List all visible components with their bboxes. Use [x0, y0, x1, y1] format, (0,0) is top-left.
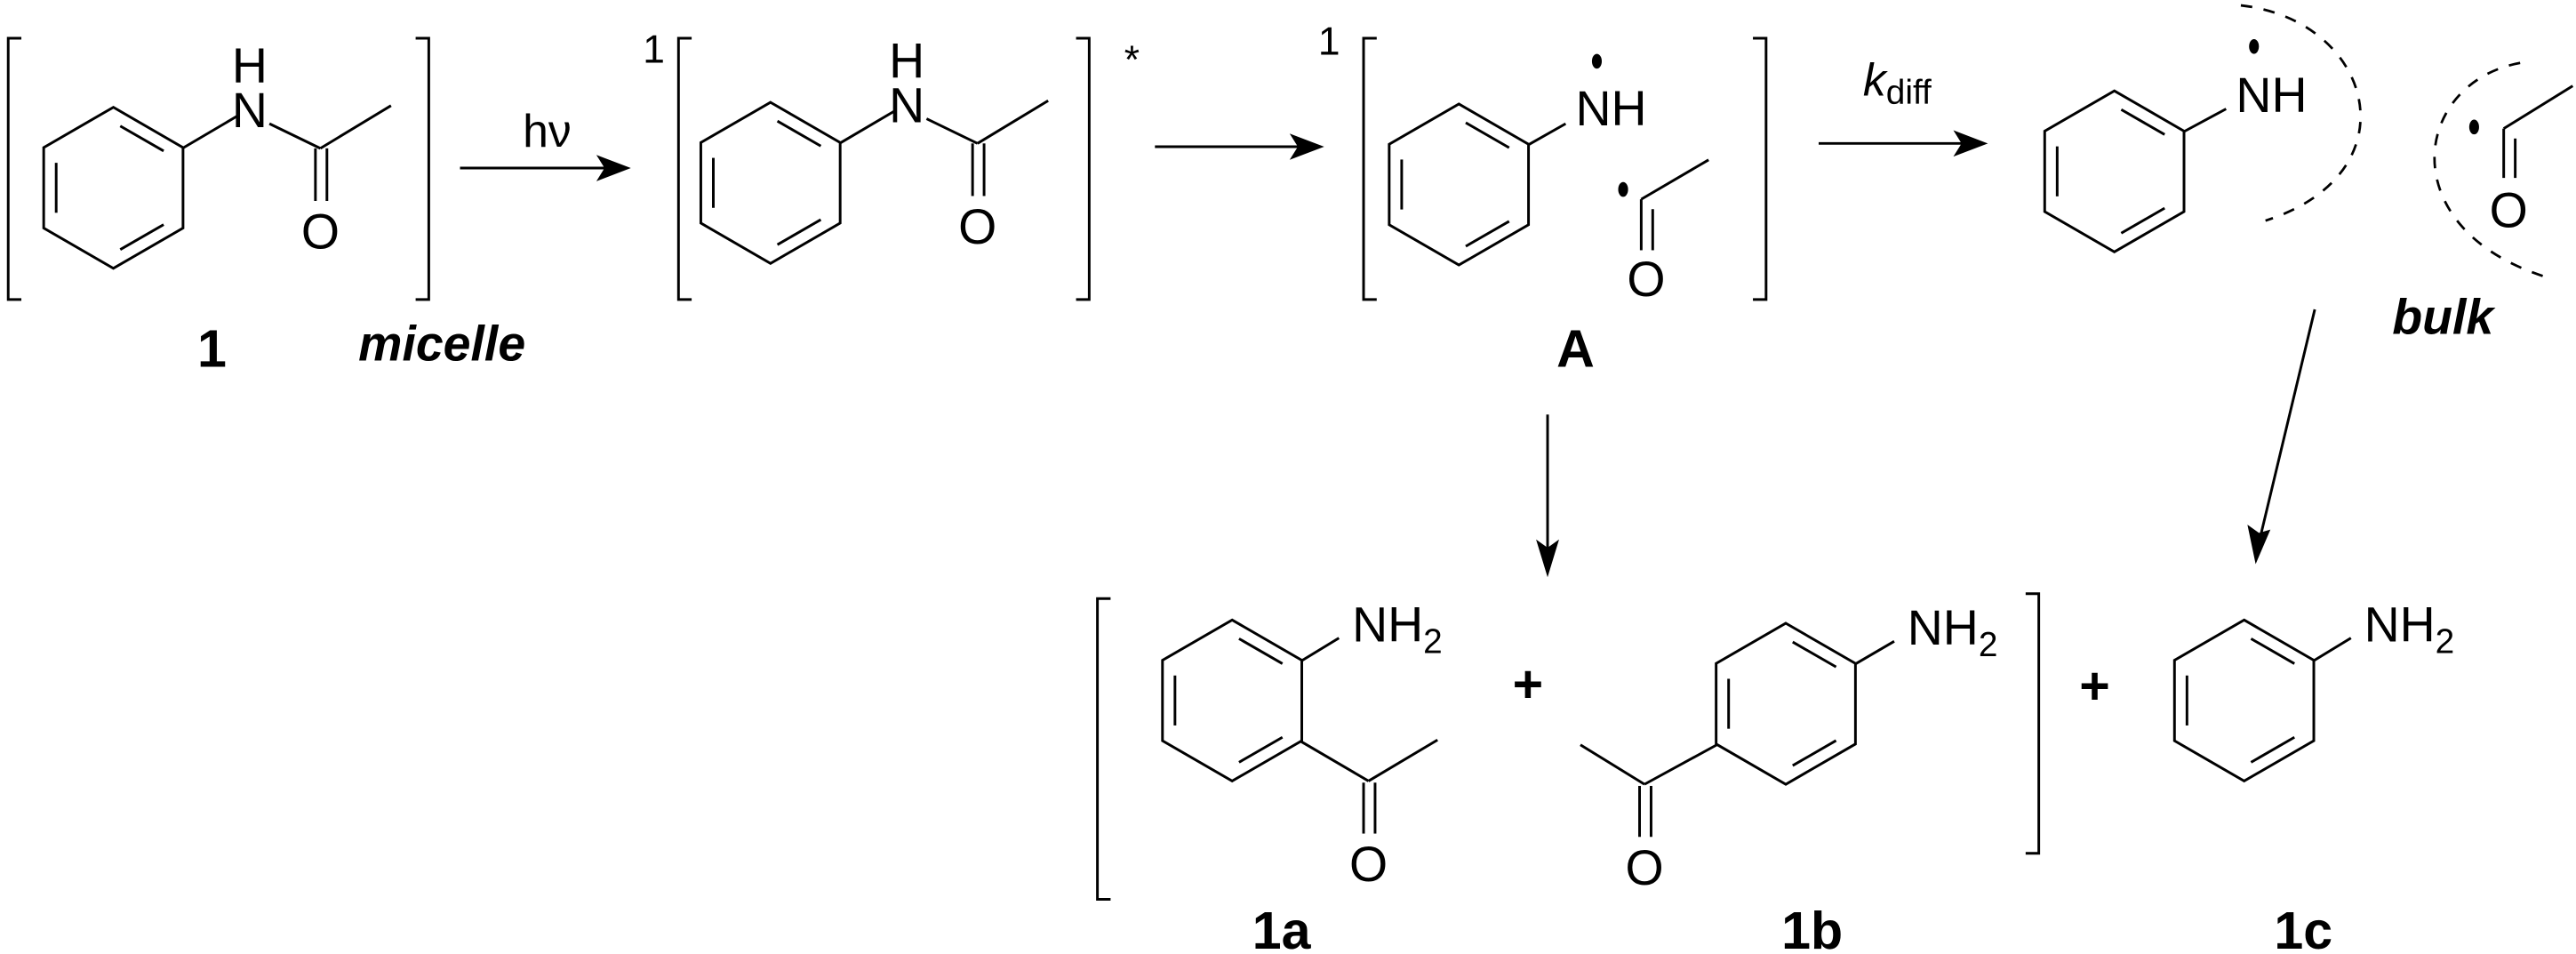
- rate-constant-k: k: [1863, 54, 1889, 106]
- right-bracket: [1076, 36, 1091, 301]
- excited-state-asterisk: *: [1124, 38, 1140, 82]
- multiplicity-superscript: 1: [1318, 20, 1340, 64]
- bond-ring-n: [838, 109, 897, 145]
- arrow-recombination: [1536, 414, 1559, 578]
- arrow-cleavage: [1155, 133, 1324, 160]
- arrow-diffusion: kdiff: [1818, 54, 1988, 157]
- compound-label-1: 1: [197, 319, 227, 379]
- arrow-head: [596, 155, 631, 181]
- atom-h: H: [232, 38, 268, 93]
- atom-o: O: [1627, 252, 1665, 307]
- right-bracket: [1753, 36, 1768, 301]
- compound-1b-para-aminoacetophenone: NH2 O 1b: [1580, 600, 1997, 954]
- solvent-cage-arc: [2433, 61, 2550, 280]
- arrow-head: [2247, 525, 2271, 565]
- bond-methyl: [2502, 84, 2574, 130]
- bond-methyl: [976, 99, 1049, 145]
- bond-ring-carbonyl: [1644, 743, 1718, 786]
- left-bracket: [676, 36, 692, 301]
- anilinyl-radical: NH: [2043, 4, 2362, 253]
- atom-nh: NH: [2236, 68, 2307, 123]
- bond-methyl: [1580, 743, 1645, 786]
- atom-nh2: NH2: [2364, 597, 2455, 661]
- compound-label-1c: 1c: [2274, 901, 2332, 954]
- benzene-ring: [1715, 621, 1857, 786]
- benzene-ring: [42, 106, 185, 270]
- radical-dot-acyl: [2468, 119, 2479, 135]
- nh-text: NH: [1908, 600, 1979, 655]
- bond-methyl: [1640, 158, 1709, 201]
- bond-ring-n: [1527, 122, 1567, 147]
- bond-n-carbonyl: [925, 117, 979, 145]
- solvent-cage-arc: [2240, 4, 2362, 222]
- medium-label-bulk: bulk: [2392, 290, 2496, 345]
- arrow-label-hv: hν: [523, 105, 572, 156]
- plus-sign: +: [2079, 656, 2110, 716]
- bond-n-carbonyl: [268, 122, 322, 150]
- medium-label-micelle: micelle: [358, 316, 525, 371]
- arrow-escape: [2247, 309, 2316, 565]
- compound-1c-aniline: NH2 1c: [2172, 597, 2455, 954]
- benzene-ring: [1161, 618, 1304, 782]
- compound-1-acetanilide: H N O 1 micelle: [6, 36, 525, 379]
- atom-n: N: [889, 77, 924, 132]
- radical-pair-A: 1 NH O A: [1318, 20, 1768, 379]
- radical-dot-n: [1591, 53, 1603, 69]
- atom-h: H: [889, 33, 924, 88]
- bond-ring-n: [2312, 637, 2352, 662]
- radical-dot-n: [2249, 38, 2260, 54]
- bond-methyl: [1367, 738, 1438, 782]
- compound-label-A: A: [1556, 319, 1595, 379]
- arrow-head: [1536, 539, 1559, 578]
- compound-1-excited-singlet: 1 * H N O: [643, 28, 1140, 301]
- arrow-head: [1953, 130, 1988, 157]
- bond-ring-carbonyl: [1300, 740, 1370, 782]
- benzene-ring: [699, 100, 842, 265]
- left-bracket: [6, 36, 22, 301]
- atom-o: O: [301, 204, 340, 260]
- atom-o: O: [1349, 837, 1388, 892]
- bond-ring-n: [1853, 640, 1895, 666]
- arrow-label-kdiff: kdiff: [1863, 54, 1932, 112]
- products-right-bracket: [2025, 592, 2041, 855]
- bond-ring-n: [2182, 108, 2228, 133]
- nh-text: NH: [2364, 597, 2436, 652]
- arrow-head: [1289, 133, 1324, 160]
- products-left-bracket: [1096, 597, 1111, 901]
- compound-1a-ortho-aminoacetophenone: NH2 O 1a: [1161, 597, 1443, 954]
- arrow-excitation: hν: [460, 105, 631, 181]
- atom-o: O: [958, 199, 996, 254]
- benzene-ring: [2172, 618, 2316, 782]
- plus-sign: +: [1513, 654, 1544, 714]
- bond-ring-n: [1300, 637, 1340, 662]
- nh-text: NH: [1352, 597, 1423, 652]
- benzene-ring: [2043, 89, 2186, 253]
- benzene-ring: [1388, 102, 1531, 267]
- acetyl-radical: O: [2433, 61, 2574, 280]
- atom-nh: NH: [1575, 81, 1646, 136]
- subscript-2: 2: [1423, 622, 1443, 661]
- compound-label-1b: 1b: [1781, 901, 1843, 954]
- bond-methyl: [319, 104, 392, 150]
- atom-n: N: [232, 83, 268, 138]
- bond-ring-n: [181, 114, 239, 150]
- atom-nh2: NH2: [1908, 600, 1998, 664]
- rate-constant-subscript: diff: [1886, 74, 1932, 112]
- radical-dot-acyl: [1618, 181, 1628, 197]
- subscript-2: 2: [2436, 622, 2455, 661]
- left-bracket: [1362, 36, 1377, 301]
- atom-o: O: [1626, 840, 1664, 895]
- arrow-shaft: [2257, 309, 2316, 543]
- right-bracket: [415, 36, 430, 301]
- subscript-2: 2: [1979, 626, 1998, 664]
- multiplicity-superscript: 1: [643, 28, 665, 72]
- atom-nh2: NH2: [1352, 597, 1443, 661]
- atom-o: O: [2490, 183, 2528, 238]
- compound-label-1a: 1a: [1252, 901, 1312, 954]
